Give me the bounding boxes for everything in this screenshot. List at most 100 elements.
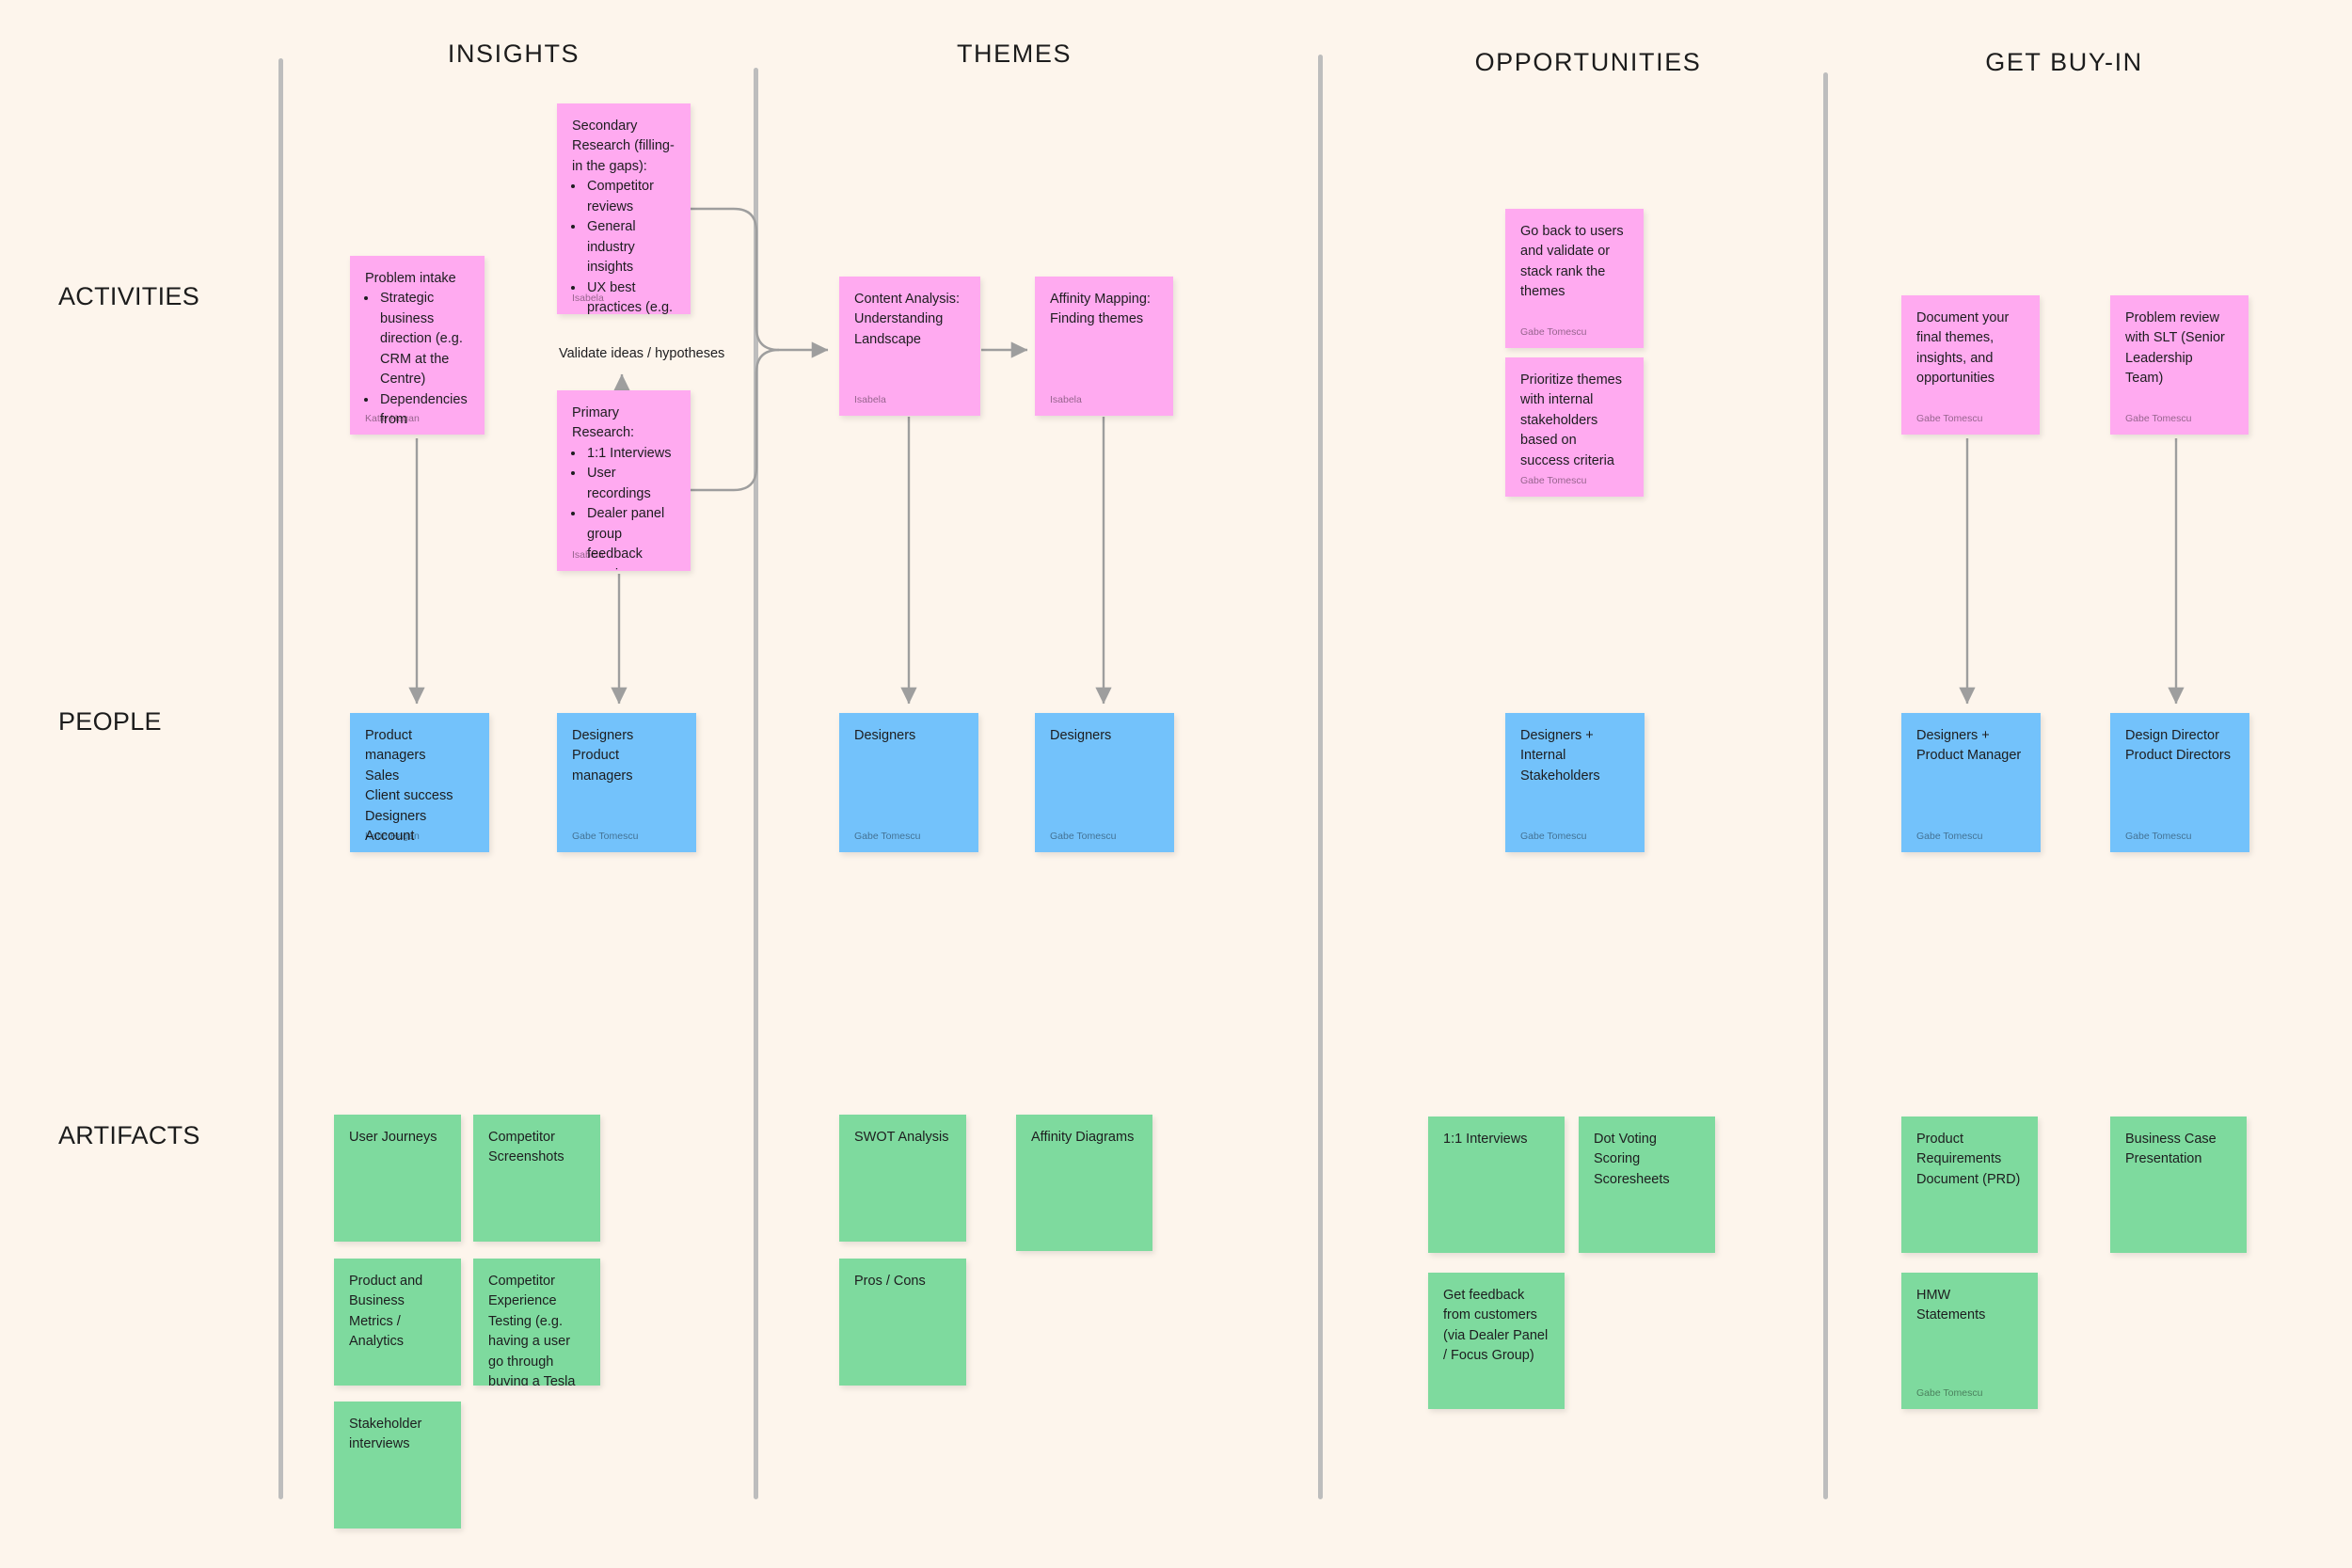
note-author: Gabe Tomescu	[1916, 413, 1983, 424]
note-title: Designers	[854, 728, 916, 743]
row-label-people: PEOPLE	[58, 707, 162, 736]
note-title: User Journeys	[349, 1130, 437, 1145]
note-bullet-list: 1:1 Interviews User recordings Dealer pa…	[585, 444, 675, 571]
note-title: Dot Voting Scoring Scoresheets	[1594, 1132, 1670, 1187]
note-prioritize-themes[interactable]: Prioritize themes with internal stakehol…	[1505, 357, 1644, 497]
note-title: Product managers Sales Client success De…	[365, 728, 453, 852]
note-artifact-stakeholder-interviews[interactable]: Stakeholder interviews	[334, 1402, 461, 1528]
note-content-analysis[interactable]: Content Analysis: Understanding Landscap…	[839, 277, 980, 416]
note-author: Isabela	[572, 293, 604, 304]
note-artifact-competitor-screenshots[interactable]: Competitor Screenshots	[473, 1115, 600, 1242]
note-author: Gabe Tomescu	[572, 831, 639, 842]
note-secondary-research[interactable]: Secondary Research (filling-in the gaps)…	[557, 103, 691, 314]
list-item: General industry insights	[585, 217, 675, 277]
note-artifact-get-feedback[interactable]: Get feedback from customers (via Dealer …	[1428, 1273, 1565, 1409]
note-people-opportunities[interactable]: Designers + Internal Stakeholders Gabe T…	[1505, 713, 1645, 852]
column-divider-themes	[754, 68, 758, 1499]
note-author: Gabe Tomescu	[1520, 475, 1587, 486]
note-title: HMW Statements	[1916, 1288, 1986, 1323]
note-title: Document your final themes, insights, an…	[1916, 310, 2010, 387]
note-people-themes-designers-1[interactable]: Designers Gabe Tomescu	[839, 713, 978, 852]
list-item: Competitor reviews	[585, 177, 675, 217]
note-bullet-list: Competitor reviews General industry insi…	[585, 177, 675, 314]
row-label-activities: ACTIVITIES	[58, 282, 200, 310]
note-artifact-business-case[interactable]: Business Case Presentation	[2110, 1117, 2247, 1253]
note-author: Katie Hagan	[365, 831, 420, 842]
note-title: Pros / Cons	[854, 1274, 926, 1289]
note-people-buyin-designers-pm[interactable]: Designers + Product Manager Gabe Tomescu	[1901, 713, 2041, 852]
column-divider-insights	[278, 58, 283, 1499]
note-title: Primary Research:	[572, 405, 635, 441]
note-author: Gabe Tomescu	[2125, 831, 2192, 842]
note-title: Go back to users and validate or stack r…	[1520, 224, 1624, 300]
note-title: Problem review with SLT (Senior Leadersh…	[2125, 310, 2225, 387]
note-author: Gabe Tomescu	[1520, 831, 1587, 842]
note-document-final-themes[interactable]: Document your final themes, insights, an…	[1901, 295, 2040, 435]
connector-primary-to-content	[690, 348, 780, 492]
column-header-opportunities: OPPORTUNITIES	[1474, 48, 1702, 76]
note-primary-research[interactable]: Primary Research: 1:1 Interviews User re…	[557, 390, 691, 571]
list-item: 1:1 Interviews	[585, 444, 675, 464]
note-artifact-user-journeys[interactable]: User Journeys	[334, 1115, 461, 1242]
note-author: Gabe Tomescu	[1520, 326, 1587, 338]
note-title: SWOT Analysis	[854, 1130, 949, 1145]
note-artifact-hmw-statements[interactable]: HMW Statements Gabe Tomescu	[1901, 1273, 2038, 1409]
note-title: Designers	[1050, 728, 1112, 743]
note-people-themes-designers-2[interactable]: Designers Gabe Tomescu	[1035, 713, 1174, 852]
note-people-insights-designers-pm[interactable]: Designers Product managers Gabe Tomescu	[557, 713, 696, 852]
note-author: Isabela	[854, 394, 886, 405]
note-title: Content Analysis: Understanding Landscap…	[854, 292, 961, 347]
note-title: Affinity Mapping: Finding themes	[1050, 292, 1151, 327]
note-people-buyin-directors[interactable]: Design Director Product Directors Gabe T…	[2110, 713, 2249, 852]
note-title: Design Director Product Directors	[2125, 728, 2232, 764]
note-title: Designers Product managers	[572, 728, 634, 784]
note-title: Product and Business Metrics / Analytics	[349, 1274, 423, 1350]
list-item: User recordings	[585, 464, 675, 504]
note-title: Competitor Screenshots	[488, 1130, 564, 1165]
note-author: Isabela	[1050, 394, 1082, 405]
note-go-back-to-users[interactable]: Go back to users and validate or stack r…	[1505, 209, 1644, 348]
list-item: Dealer panel group feedback session	[585, 504, 675, 571]
note-author: Gabe Tomescu	[2125, 413, 2192, 424]
note-people-insights-roles[interactable]: Product managers Sales Client success De…	[350, 713, 489, 852]
note-artifact-product-business-metrics[interactable]: Product and Business Metrics / Analytics	[334, 1259, 461, 1386]
note-artifact-swot-analysis[interactable]: SWOT Analysis	[839, 1115, 966, 1242]
list-item: Strategic business direction (e.g. CRM a…	[378, 289, 469, 389]
note-title: Secondary Research (filling-in the gaps)…	[572, 119, 675, 174]
note-title: Affinity Diagrams	[1031, 1130, 1135, 1145]
note-title: Product Requirements Document (PRD)	[1916, 1132, 2021, 1187]
note-affinity-mapping[interactable]: Affinity Mapping: Finding themes Isabela	[1035, 277, 1173, 416]
note-title: Business Case Presentation	[2125, 1132, 2217, 1167]
note-author: Gabe Tomescu	[1916, 1387, 1983, 1399]
note-artifact-one-to-one-interviews[interactable]: 1:1 Interviews	[1428, 1117, 1565, 1253]
note-title: 1:1 Interviews	[1443, 1132, 1528, 1147]
note-artifact-pros-cons[interactable]: Pros / Cons	[839, 1259, 966, 1386]
list-item: UX best practices (e.g. customizing a pr…	[585, 278, 675, 314]
note-title: Competitor Experience Testing (e.g. havi…	[488, 1274, 576, 1386]
caption-validate-ideas: Validate ideas / hypotheses	[559, 346, 725, 361]
connector-secondary-to-content	[690, 207, 829, 358]
column-divider-opportunities	[1318, 55, 1323, 1499]
note-title: Designers + Product Manager	[1916, 728, 2022, 764]
note-problem-intake[interactable]: Problem intake Strategic business direct…	[350, 256, 485, 435]
column-divider-getbuyin	[1823, 72, 1828, 1499]
note-author: Gabe Tomescu	[1916, 831, 1983, 842]
note-bullet-list: Strategic business direction (e.g. CRM a…	[378, 289, 469, 435]
note-author: Gabe Tomescu	[1050, 831, 1117, 842]
note-title: Stakeholder interviews	[349, 1417, 422, 1452]
note-author: Isabela	[572, 549, 604, 561]
column-header-themes: THEMES	[956, 40, 1073, 68]
column-header-insights: INSIGHTS	[447, 40, 580, 68]
note-author: Katie Hagan	[365, 413, 420, 424]
note-artifact-prd[interactable]: Product Requirements Document (PRD)	[1901, 1117, 2038, 1253]
row-label-artifacts: ARTIFACTS	[58, 1121, 200, 1149]
column-header-getbuyin: GET BUY-IN	[1985, 48, 2143, 76]
note-artifact-dot-voting[interactable]: Dot Voting Scoring Scoresheets	[1579, 1117, 1715, 1253]
note-title: Designers + Internal Stakeholders	[1520, 728, 1600, 784]
note-title: Problem intake	[365, 271, 456, 286]
note-artifact-competitor-experience-testing[interactable]: Competitor Experience Testing (e.g. havi…	[473, 1259, 600, 1386]
note-problem-review-slt[interactable]: Problem review with SLT (Senior Leadersh…	[2110, 295, 2249, 435]
note-title: Get feedback from customers (via Dealer …	[1443, 1288, 1549, 1364]
note-artifact-affinity-diagrams[interactable]: Affinity Diagrams	[1016, 1115, 1152, 1251]
